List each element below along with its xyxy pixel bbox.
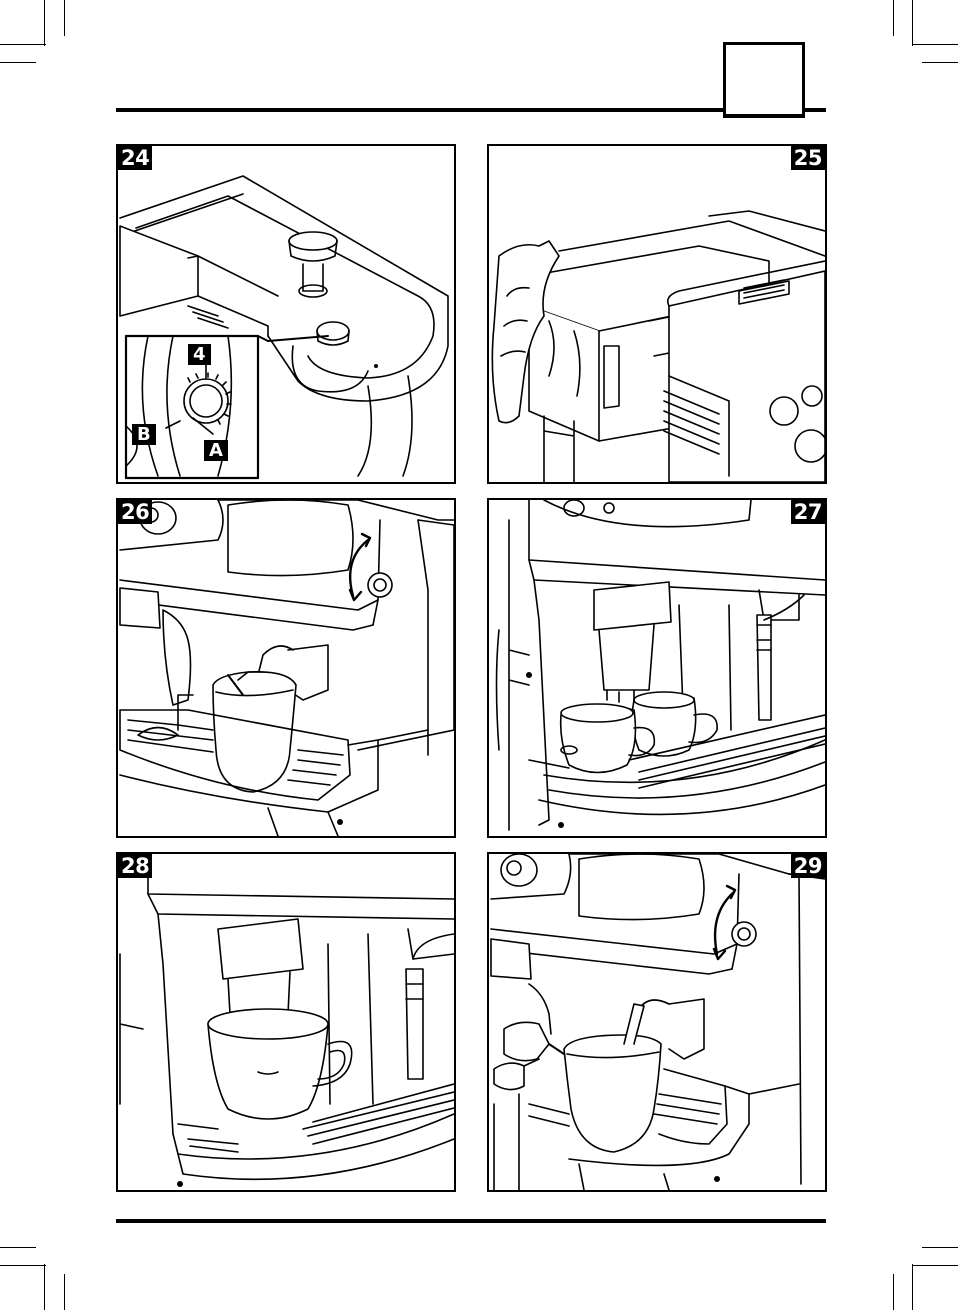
crop-mark-br-v (912, 1264, 913, 1310)
crop-mark-tl-v2 (64, 0, 65, 36)
figure-26: 26 (116, 498, 456, 838)
crop-mark-tl-h (0, 44, 46, 45)
crop-mark-br-v2 (893, 1274, 894, 1310)
callout-4: 4 (188, 344, 211, 365)
figure-number: 26 (118, 500, 152, 524)
crop-mark-tr-h2 (922, 62, 958, 63)
bean-hopper-illustration (118, 146, 454, 482)
crop-mark-br-h (912, 1265, 958, 1266)
figure-24: 24 (116, 144, 456, 484)
callout-b: B (132, 424, 156, 445)
crop-mark-tr-v (912, 0, 913, 46)
callout-a: A (204, 440, 228, 461)
water-tank-illustration (489, 146, 825, 482)
crop-mark-tl-v (44, 0, 45, 46)
figure-number: 29 (791, 854, 825, 878)
crop-mark-bl-v2 (64, 1274, 65, 1310)
footer-rule (116, 1219, 826, 1223)
crop-mark-tr-v2 (893, 0, 894, 36)
steam-knob-illustration (118, 500, 454, 836)
figure-number: 24 (118, 146, 152, 170)
two-cups-illustration (489, 500, 825, 836)
figure-number: 27 (791, 500, 825, 524)
figure-number: 28 (118, 854, 152, 878)
steam-close-illustration (489, 854, 825, 1190)
figure-25: 25 (487, 144, 827, 484)
crop-mark-bl-h2 (0, 1247, 36, 1248)
figure-29: 29 (487, 852, 827, 1192)
page-tab (723, 42, 805, 118)
crop-mark-tl-h2 (0, 62, 36, 63)
crop-mark-tr-h (912, 44, 958, 45)
figure-27: 27 (487, 498, 827, 838)
crop-mark-br-h2 (922, 1247, 958, 1248)
header-rule (116, 108, 826, 112)
crop-mark-bl-h (0, 1265, 46, 1266)
figure-number: 25 (791, 146, 825, 170)
single-cup-illustration (118, 854, 454, 1190)
crop-mark-bl-v (44, 1264, 45, 1310)
figure-28: 28 (116, 852, 456, 1192)
